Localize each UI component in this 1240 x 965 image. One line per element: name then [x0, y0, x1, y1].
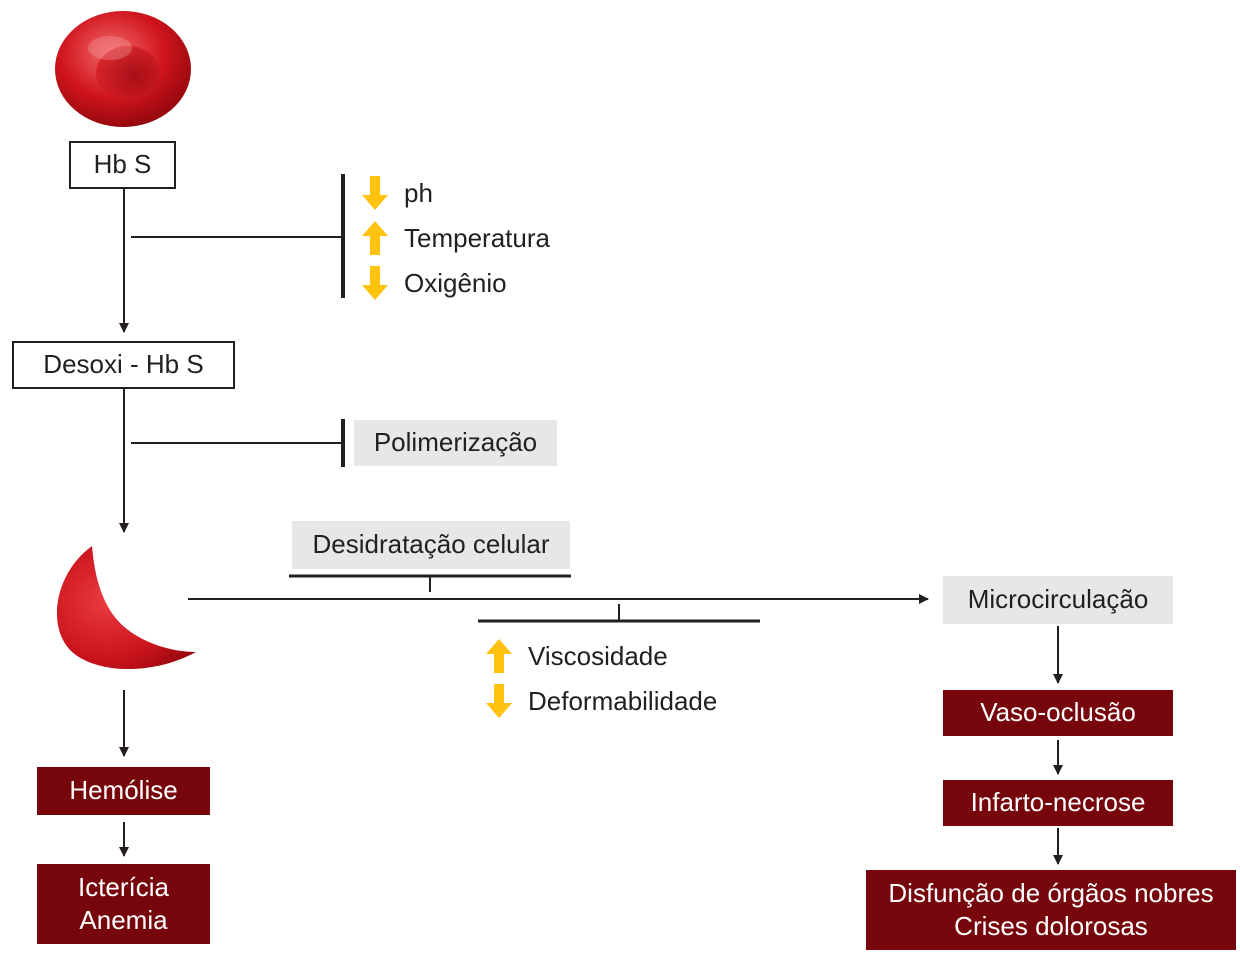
factor-ph-label: ph	[404, 177, 433, 208]
infarto-necrose-node: Infarto-necrose	[943, 780, 1173, 826]
desidratacao-node: Desidratação celular	[292, 521, 570, 569]
down-arrow-icon	[486, 684, 512, 718]
rheology-deformabilidade: Deformabilidade	[486, 681, 717, 721]
down-arrow-icon	[362, 176, 388, 210]
desidratacao-label: Desidratação celular	[312, 529, 550, 560]
factor-oxigenio-label: Oxigênio	[404, 267, 507, 298]
vaso-oclusao-label: Vaso-oclusão	[980, 697, 1136, 728]
factor-temperatura: Temperatura	[362, 218, 550, 258]
desoxi-hbs-node: Desoxi - Hb S	[12, 341, 235, 389]
down-arrow-icon	[362, 266, 388, 300]
normal-red-blood-cell-icon	[55, 11, 191, 127]
sickle-cell-icon	[56, 546, 197, 670]
hbs-node: Hb S	[69, 141, 176, 189]
ictericia-anemia-node: Icterícia Anemia	[37, 864, 210, 944]
hbs-label: Hb S	[93, 149, 152, 180]
factor-ph: ph	[362, 173, 433, 213]
disfuncao-node: Disfunção de órgãos nobres Crises doloro…	[866, 870, 1236, 950]
microcirculacao-node: Microcirculação	[943, 576, 1173, 624]
polimerizacao-label: Polimerização	[373, 427, 538, 458]
microcirculacao-label: Microcirculação	[967, 584, 1149, 615]
polimerizacao-node: Polimerização	[354, 420, 557, 466]
rheology-viscosidade: Viscosidade	[486, 636, 668, 676]
desoxi-hbs-label: Desoxi - Hb S	[43, 349, 204, 380]
infarto-necrose-label: Infarto-necrose	[970, 787, 1146, 818]
factor-temperatura-label: Temperatura	[404, 222, 550, 253]
deformabilidade-label: Deformabilidade	[528, 685, 718, 716]
hemolise-node: Hemólise	[37, 767, 210, 815]
factor-oxigenio: Oxigênio	[362, 263, 507, 303]
hemolise-label: Hemólise	[69, 775, 178, 806]
crises-dolorosas-label: Crises dolorosas	[954, 911, 1148, 941]
ictericia-label: Icterícia	[77, 871, 170, 902]
vaso-oclusao-node: Vaso-oclusão	[943, 690, 1173, 736]
up-arrow-icon	[362, 221, 388, 255]
viscosidade-label: Viscosidade	[528, 640, 668, 671]
anemia-label: Anemia	[79, 905, 168, 935]
disfuncao-label: Disfunção de órgãos nobres	[888, 877, 1214, 908]
up-arrow-icon	[486, 639, 512, 673]
